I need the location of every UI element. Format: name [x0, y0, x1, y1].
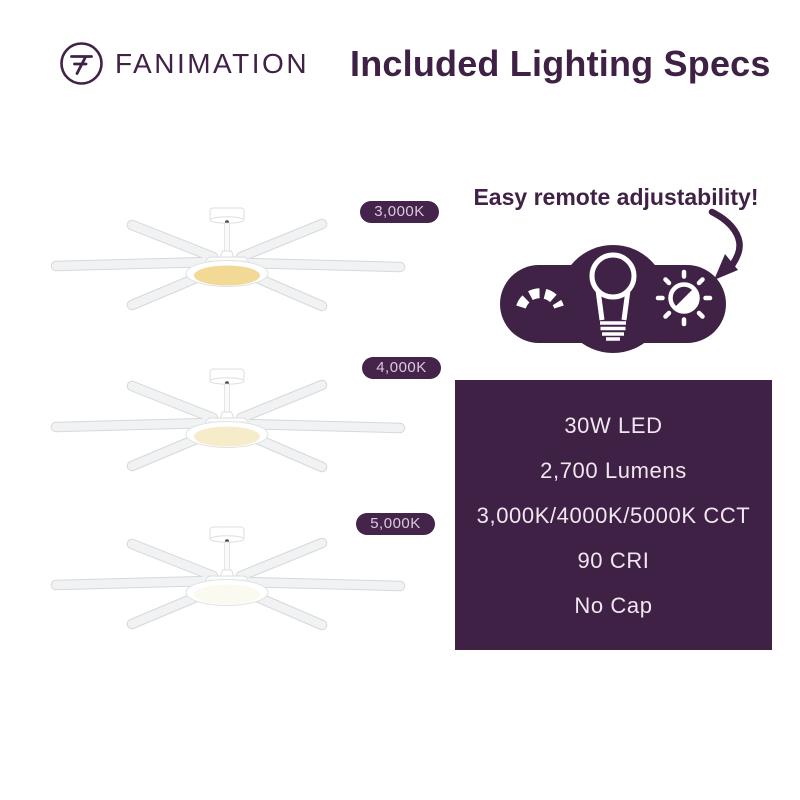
specs-panel: 30W LED 2,700 Lumens 3,000K/4000K/5000K …	[455, 380, 772, 650]
color-temperature-icon	[655, 269, 713, 327]
spec-line-cap: No Cap	[574, 592, 653, 618]
fanimation-logo-icon	[60, 42, 103, 85]
fan-light-glow-4000k	[194, 426, 260, 447]
dimmer-dial-icon	[516, 288, 564, 309]
brand-lockup: FANIMATION	[58, 40, 309, 87]
light-bulb-icon	[589, 252, 637, 341]
remote-caption: Easy remote adjustability!	[473, 184, 759, 210]
fan-light-glow-5000k	[194, 584, 260, 605]
color-temp-pill-4000k: 4,000K	[362, 357, 441, 379]
spec-line-cri: 90 CRI	[577, 547, 650, 573]
brand-name: FANIMATION	[115, 48, 310, 79]
spec-line-cct: 3,000K/4000K/5000K CCT	[476, 502, 751, 528]
ceiling-fan-illustration-3000k	[50, 205, 410, 330]
spec-line-lumens: 2,700 Lumens	[540, 457, 687, 483]
ceiling-fan-illustration-4000k	[50, 366, 410, 491]
color-temp-pill-5000k: 5,000K	[356, 513, 435, 535]
color-temp-pill-3000k: 3,000K	[360, 201, 439, 223]
remote-functions-graphic	[500, 245, 726, 353]
spec-line-wattage: 30W LED	[564, 412, 663, 438]
curved-arrow-icon	[708, 208, 743, 280]
fan-light-glow-3000k	[194, 265, 260, 286]
ceiling-fan-illustration-5000k	[50, 524, 410, 649]
page-title: Included Lighting Specs	[350, 43, 771, 84]
